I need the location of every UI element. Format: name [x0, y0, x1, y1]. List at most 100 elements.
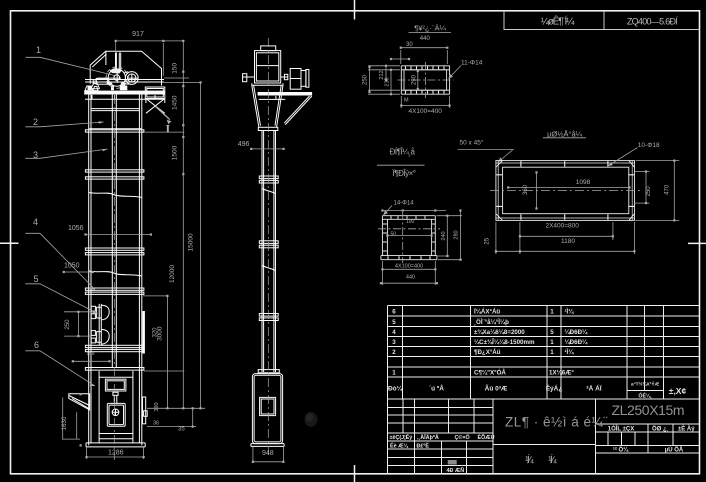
- svg-text:1180: 1180: [561, 238, 575, 245]
- svg-text:ZL¶ · ê½ì á é¼¨: ZL¶ · ê½ì á é¼¨: [505, 415, 608, 430]
- svg-text:1500: 1500: [172, 145, 179, 160]
- svg-text:1: 1: [550, 339, 554, 346]
- svg-text:4X100=400: 4X100=400: [408, 108, 442, 115]
- svg-text:238: 238: [385, 77, 391, 86]
- svg-text:,¸ÄÎÄþºÅ: ,¸ÄÎÄþºÅ: [417, 433, 439, 441]
- svg-text:Ï¶ÐÎý×°: Ï¶ÐÎý×°: [393, 169, 416, 178]
- svg-text:M: M: [404, 98, 409, 104]
- svg-text:2: 2: [33, 117, 38, 127]
- svg-text:10-Φ18: 10-Φ18: [638, 142, 660, 149]
- svg-text:1450: 1450: [172, 95, 179, 110]
- svg-text:360: 360: [523, 184, 529, 195]
- svg-text:11-Φ14: 11-Φ14: [461, 60, 483, 67]
- svg-text:4: 4: [33, 217, 38, 227]
- svg-text:150: 150: [172, 62, 179, 73]
- svg-text:ÓÉ¼¸: ÓÉ¼¸: [638, 392, 652, 400]
- svg-text:ÈÕÆÚ: ÈÕÆÚ: [478, 433, 495, 441]
- svg-text:2: 2: [392, 349, 396, 356]
- svg-text:5: 5: [392, 319, 396, 326]
- svg-text:¸ÖÌ¨°å¼°Ì¼þ: ¸ÖÌ¨°å¼°Ì¼þ: [474, 318, 509, 326]
- svg-text:4Ð ÆÑ: 4Ð ÆÑ: [447, 467, 465, 474]
- svg-text:¼Ð6Ð¼: ¼Ð6Ð¼: [565, 339, 589, 346]
- svg-text:496: 496: [238, 141, 250, 148]
- svg-text:¼øÊ¶¨Í¼: ¼øÊ¶¨Í¼: [541, 15, 575, 28]
- svg-text:470: 470: [665, 184, 671, 195]
- svg-text:3: 3: [33, 150, 38, 160]
- svg-text:Ç©×Ö: Ç©×Ö: [455, 434, 470, 441]
- svg-text:100: 100: [406, 219, 415, 225]
- svg-text:188: 188: [86, 351, 94, 357]
- svg-text:50: 50: [391, 231, 397, 237]
- svg-text:1: 1: [550, 309, 554, 316]
- svg-text:212: 212: [379, 70, 385, 79]
- svg-text:280: 280: [454, 230, 460, 239]
- svg-text:±êÇ(J¦Êý: ±êÇ(J¦Êý: [390, 433, 413, 441]
- svg-text:¹Ì¼: ¹Ì¼: [565, 348, 575, 356]
- svg-text:C¶¼"X°ÓÅ: C¶¼"X°ÓÅ: [474, 369, 506, 377]
- svg-text:Ãû 0³Æ: Ãû 0³Æ: [485, 384, 508, 393]
- svg-text:¹Ì¼: ¹Ì¼: [565, 308, 575, 316]
- svg-text:¶Ð¿X°Áü: ¶Ð¿X°Áü: [474, 349, 501, 356]
- svg-text:4X100=400: 4X100=400: [395, 263, 423, 269]
- svg-text:¼C±¾Î¼¼8-1500mm: ¼C±¾Î¼¼8-1500mm: [474, 338, 535, 346]
- svg-text:´ú ºÅ: ´ú ºÅ: [429, 384, 444, 393]
- svg-text:3000: 3000: [157, 326, 164, 341]
- svg-text:1056: 1056: [68, 225, 84, 232]
- svg-text:6: 6: [392, 309, 396, 316]
- svg-text:36: 36: [153, 421, 159, 427]
- svg-text:Ðò¼: Ðò¼: [388, 385, 403, 393]
- svg-text:ZL250X15m: ZL250X15m: [612, 402, 685, 418]
- svg-text:1X¼6Æ°: 1X¼6Æ°: [549, 370, 574, 377]
- svg-text:1050: 1050: [64, 263, 80, 270]
- svg-text:14-Φ14: 14-Φ14: [394, 201, 415, 207]
- svg-text:±¾Xa¼6¼8=2000: ±¾Xa¼6¼8=2000: [474, 329, 525, 336]
- svg-text:250: 250: [646, 186, 652, 197]
- svg-text:µØ½Å°å¼: µØ½Å°å¼: [547, 130, 583, 139]
- svg-text:948: 948: [262, 450, 274, 457]
- svg-text:ÐÍ¶Î¼¸å: ÐÍ¶Î¼¸å: [390, 148, 416, 157]
- svg-text:1: 1: [392, 370, 396, 377]
- svg-text:Ð£ºË: Ð£ºË: [417, 443, 430, 450]
- svg-text:ZQ400—5.6ÐÍ: ZQ400—5.6ÐÍ: [627, 17, 679, 27]
- svg-text:320: 320: [152, 327, 158, 338]
- svg-text:250: 250: [363, 74, 369, 85]
- svg-text:ÖØ ¿¸: ÖØ ¿¸: [652, 425, 669, 432]
- svg-text:440: 440: [420, 36, 431, 42]
- svg-text:ÊýÁ¿: ÊýÁ¿: [546, 384, 563, 393]
- svg-text:250: 250: [65, 319, 71, 330]
- svg-text:2X400=800: 2X400=800: [545, 223, 579, 230]
- svg-text:4: 4: [392, 329, 396, 336]
- svg-text:240: 240: [441, 231, 447, 240]
- svg-text:a°T½¼X¹ÝÆ: a°T½¼X¹ÝÆ: [631, 381, 660, 388]
- svg-text:²Ä ÁÏ: ²Ä ÁÏ: [586, 384, 601, 393]
- svg-text:5: 5: [34, 274, 39, 284]
- svg-text:6: 6: [34, 340, 39, 350]
- svg-text:1630: 1630: [62, 416, 68, 430]
- svg-text:30: 30: [406, 42, 413, 48]
- svg-text:50 x 45°: 50 x 45°: [460, 139, 484, 147]
- svg-text:440: 440: [406, 274, 415, 280]
- svg-text:Ï¼ÁX°Áü: Ï¼ÁX°Áü: [473, 309, 500, 316]
- svg-text:390: 390: [154, 402, 160, 411]
- svg-text:I: I: [166, 122, 171, 136]
- svg-text:Éè Æ¼: Éè Æ¼: [390, 442, 408, 450]
- svg-text:3: 3: [392, 339, 396, 346]
- svg-text:1098: 1098: [576, 179, 591, 186]
- svg-text:35: 35: [178, 427, 185, 433]
- svg-text:1286: 1286: [108, 450, 124, 457]
- svg-text:±È Àý: ±È Àý: [678, 424, 695, 432]
- svg-text:±,X¢: ±,X¢: [669, 386, 687, 396]
- svg-text:¶¥²¿·¨À¼: ¶¥²¿·¨À¼: [414, 24, 446, 33]
- svg-text:12000: 12000: [169, 265, 176, 283]
- svg-text:¼Ð6Ð¼: ¼Ð6Ð¼: [565, 329, 589, 336]
- svg-text:5: 5: [550, 329, 554, 336]
- svg-text:290: 290: [412, 74, 418, 85]
- svg-text:25: 25: [485, 237, 491, 244]
- svg-text:1ÓÎL ±ÇX: 1ÓÎL ±ÇX: [608, 424, 635, 432]
- svg-text:1: 1: [550, 349, 554, 356]
- svg-text:917: 917: [132, 31, 144, 38]
- svg-text:µÚ ÕÅ: µÚ ÕÅ: [665, 446, 684, 453]
- svg-text:15000: 15000: [188, 233, 195, 251]
- svg-text:¹² Õ¼: ¹² Õ¼: [613, 446, 629, 453]
- svg-text:1: 1: [36, 45, 41, 55]
